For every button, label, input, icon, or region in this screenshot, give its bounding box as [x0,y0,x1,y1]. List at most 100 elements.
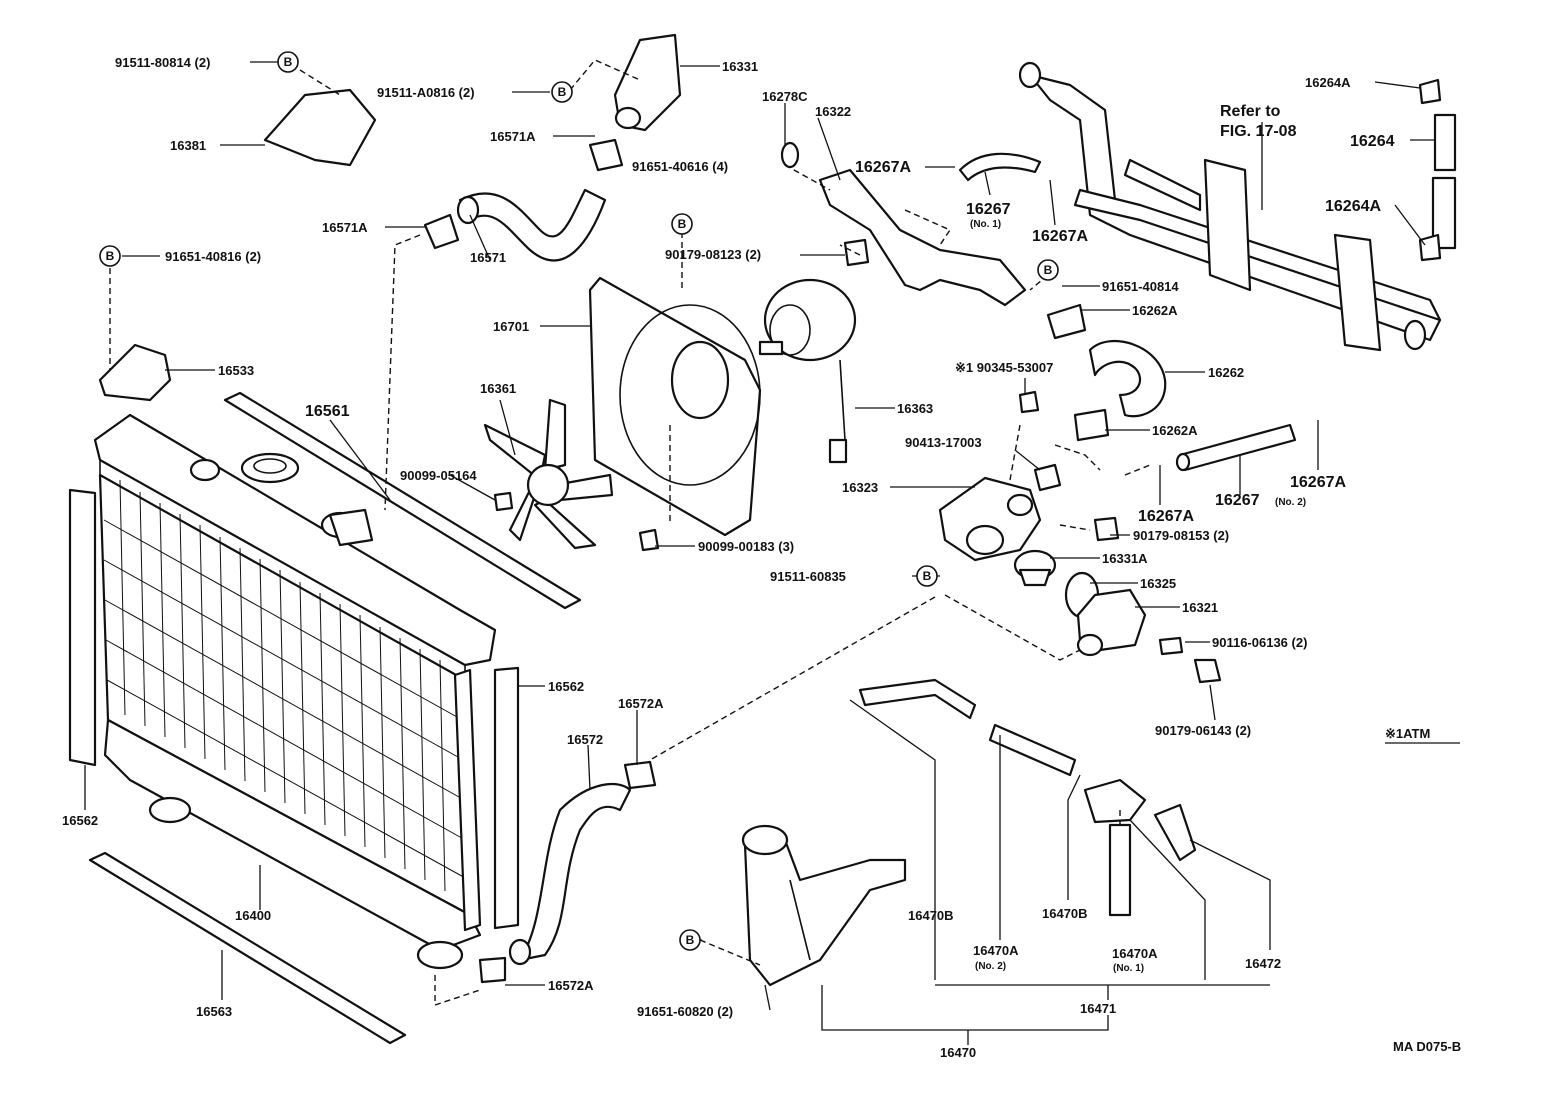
nut-90179-06143[interactable] [1193,658,1222,684]
bracket-16533[interactable] [98,343,172,402]
cap-16472[interactable] [1083,778,1147,824]
water-inlet-16331[interactable] [613,33,682,132]
label-16361: 16361 [480,381,516,396]
bolt-markers: B B B B B B B [99,51,1059,951]
heater-pipe-assembly[interactable] [1018,61,1442,352]
label-91511-a0816: 91511-A0816 (2) [377,85,475,100]
bolt-marker-b-icon: B [277,51,299,73]
radiator-assembly[interactable] [93,413,497,970]
hose-16472[interactable] [1153,803,1197,862]
label-90179-08123: 90179-08123 (2) [665,247,761,262]
upper-hose-16571[interactable] [458,188,607,262]
hose-16470a-no1[interactable] [1108,823,1132,917]
label-91651-40616: 91651-40616 (4) [632,159,728,174]
label-90116-06136: 90116-06136 (2) [1212,635,1307,650]
bolt-90099-00183[interactable] [638,528,660,552]
label-16572a-top: 16572A [618,696,664,711]
o-ring-16278c[interactable] [780,141,800,169]
bolt-90099-05164[interactable] [493,491,514,512]
label-16323: 16323 [842,480,878,495]
seal-strip-16562-right[interactable] [493,666,520,930]
clamp-16572a-bot[interactable] [478,956,507,984]
label-91651-40816: 91651-40816 (2) [165,249,261,264]
label-90099-00183: 90099-00183 (3) [698,539,794,554]
hose-clamp-icon [588,138,624,172]
label-16381: 16381 [170,138,206,153]
label-16321: 16321 [1182,600,1218,615]
seal-strip-16563[interactable] [88,851,407,1045]
label-16571a-top: 16571A [490,129,536,144]
seal-strip-16562-left[interactable] [68,488,97,767]
stud-90116-06136[interactable] [1158,636,1184,656]
label-16331: 16331 [722,59,758,74]
hose-16267-no1[interactable] [958,152,1042,182]
clamp-16262a-mid[interactable] [1073,408,1110,442]
label-16562-left: 16562 [62,813,98,828]
label-16267a-1: 16267A [855,159,911,176]
lower-hose-16572[interactable] [518,782,632,962]
thermostat-16331a[interactable] [1013,549,1057,587]
water-pipe-16322[interactable] [818,168,1027,307]
label-16472: 16472 [1245,956,1281,971]
bolt-marker-b-icon: B [99,245,121,267]
label-16572: 16572 [567,732,603,747]
hose-16262[interactable] [1088,340,1167,418]
label-16562-right: 16562 [548,679,584,694]
svg-text:B: B [1044,263,1053,277]
hose-16264[interactable] [1433,113,1457,172]
label-16470b-1: 16470B [908,908,954,923]
bracket-16381[interactable] [263,88,377,167]
label-16267-no2: 16267 [1215,492,1260,509]
label-16264: 16264 [1350,133,1395,150]
label-16470: 16470 [940,1045,976,1060]
label-16267-no1-sub: (No. 1) [970,219,1001,230]
label-16400: 16400 [235,908,271,923]
svg-text:B: B [923,569,932,583]
label-16267a-3: 16267A [1138,508,1194,525]
svg-text:B: B [106,249,115,263]
radiator-core-grille [103,479,470,892]
svg-text:B: B [558,85,567,99]
label-16262a-mid: 16262A [1152,423,1198,438]
fan-16361[interactable] [483,398,614,550]
switch-90345-53007[interactable] [1018,390,1040,414]
label-16572a-bot: 16572A [548,978,594,993]
label-16267a-4: 16267A [1290,474,1346,491]
label-16267-no1: 16267 [966,201,1011,218]
hose-16470b-upper[interactable] [858,678,977,720]
reservoir-tank-16470[interactable] [741,824,907,987]
fan-motor-16363[interactable] [758,278,857,464]
label-90413-17003: 90413-17003 [905,435,982,450]
svg-text:B: B [678,217,687,231]
label-16470a-no1: 16470A [1112,946,1158,961]
label-16262: 16262 [1208,365,1244,380]
label-16533: 16533 [218,363,254,378]
label-16278c: 16278C [762,89,808,104]
legend-note: ※1ATM [1385,726,1430,741]
diagram-code: MA D075-B [1393,1039,1461,1054]
label-91511-60835: 91511-60835 [770,569,846,584]
radiator-cap-icon [240,452,300,484]
label-16363: 16363 [897,401,933,416]
label-90179-08153: 90179-08153 (2) [1133,528,1229,543]
bolt-marker-b-icon: B [1037,259,1059,281]
fan-shroud-16701[interactable] [588,276,762,537]
clamp-16262a-top[interactable] [1046,303,1087,340]
svg-text:B: B [686,933,695,947]
label-16470a-no2: 16470A [973,943,1019,958]
label-16701: 16701 [493,319,529,334]
label-16571a-left: 16571A [322,220,368,235]
seal-strip-16561[interactable] [223,391,582,610]
label-refer-line1: Refer to [1220,103,1281,120]
label-16471: 16471 [1080,1001,1116,1016]
clamp-16572a-top[interactable] [623,760,657,790]
nut-90179-08153[interactable] [1093,516,1120,542]
label-16470a-no1-sub: (No. 1) [1113,963,1144,974]
label-16561: 16561 [305,403,350,420]
label-16264a-top: 16264A [1305,75,1351,90]
hose-16470a-no2[interactable] [988,723,1077,777]
label-91651-60820: 91651-60820 (2) [637,1004,733,1019]
part-labels: 91511-80814 (2) 16381 91511-A0816 (2) 16… [62,55,1461,1060]
sensor-90413-17003[interactable] [1033,463,1062,492]
